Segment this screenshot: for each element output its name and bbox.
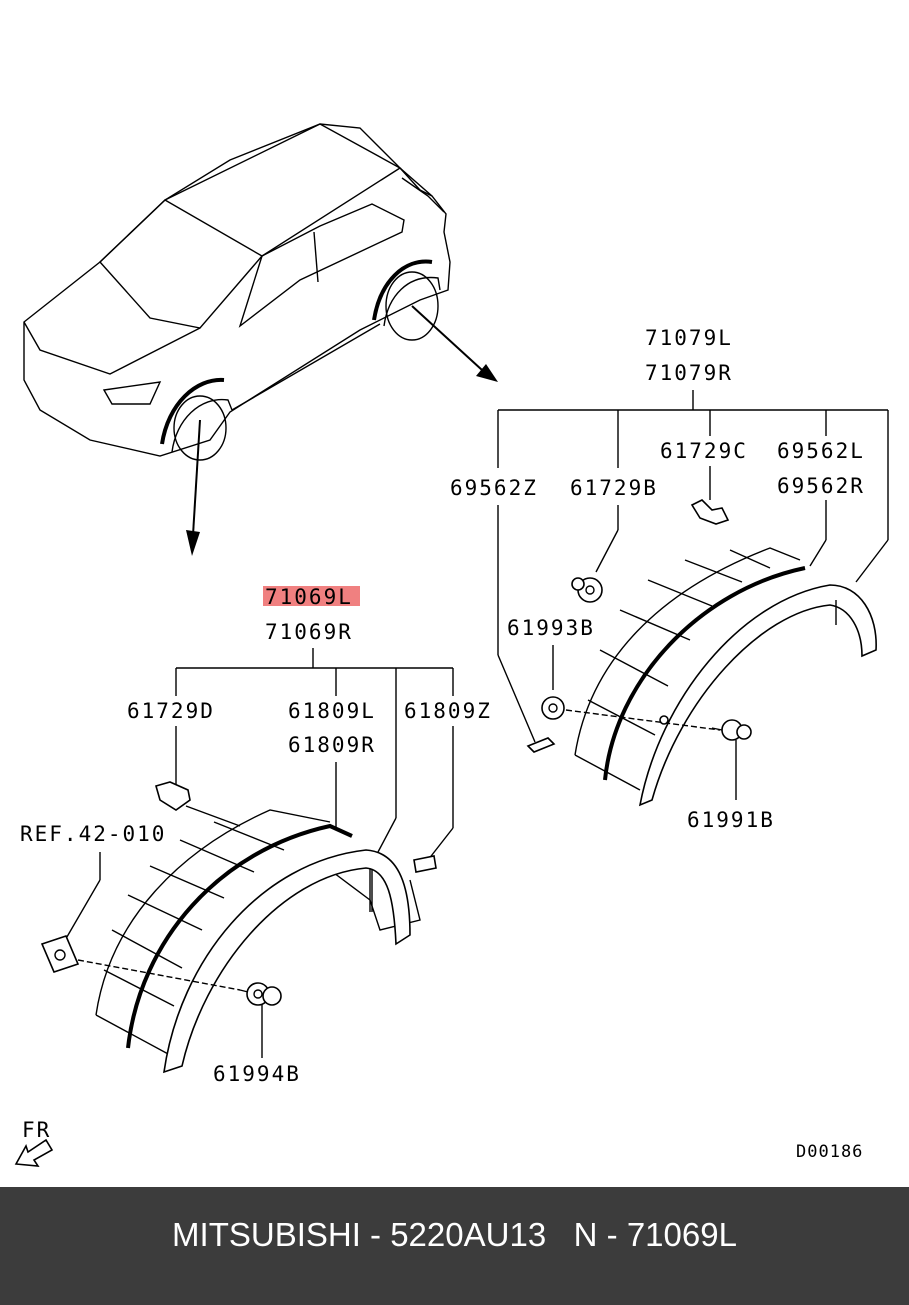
label-69562Z: 69562Z — [450, 476, 538, 500]
label-61991B: 61991B — [687, 808, 775, 832]
diagram-code: D00186 — [796, 1142, 863, 1162]
rear-fender-group: 71079L 71079R 61729C 69562L 69562R 69562… — [450, 326, 889, 832]
fr-arrow-icon — [14, 1138, 54, 1167]
label-61729D: 61729D — [127, 699, 215, 723]
label-ref-42-010: REF.42-010 — [20, 822, 166, 846]
label-61729C: 61729C — [660, 439, 748, 463]
label-fr: FR — [22, 1118, 51, 1142]
label-61809R: 61809R — [288, 733, 376, 757]
label-71069L: 71069L — [265, 585, 353, 609]
label-61994B: 61994B — [213, 1062, 301, 1086]
rear-arrow — [411, 305, 498, 382]
label-71069R: 71069R — [265, 620, 353, 644]
car-illustration — [23, 123, 451, 461]
parts-diagram: 71079L 71079R 61729C 69562L 69562R 69562… — [14, 123, 889, 1167]
front-fender-group: 71069L 71069R 61729D 61809L 61809R 61809… — [20, 585, 492, 1086]
front-direction-indicator: FR — [14, 1118, 54, 1167]
ref-bracket — [40, 935, 80, 973]
screw-61994B — [239, 982, 282, 1006]
label-71079L: 71079L — [645, 326, 733, 350]
highlight-71069L — [263, 586, 360, 606]
label-69562L: 69562L — [777, 439, 865, 463]
label-61809L: 61809L — [288, 699, 376, 723]
front-arrow — [186, 419, 201, 556]
label-71079R: 71079R — [645, 361, 733, 385]
nut-61993B — [541, 696, 565, 720]
screw-61991B — [711, 719, 752, 741]
footer-bar: MITSUBISHI - 5220AU13 N - 71069L — [0, 1187, 909, 1305]
label-69562R: 69562R — [777, 474, 865, 498]
label-61993B: 61993B — [507, 616, 595, 640]
clip-61729B — [571, 577, 603, 603]
label-61729B: 61729B — [570, 476, 658, 500]
label-61809Z: 61809Z — [404, 699, 492, 723]
part-number-caption: MITSUBISHI - 5220AU13 N - 71069L — [172, 1216, 737, 1253]
